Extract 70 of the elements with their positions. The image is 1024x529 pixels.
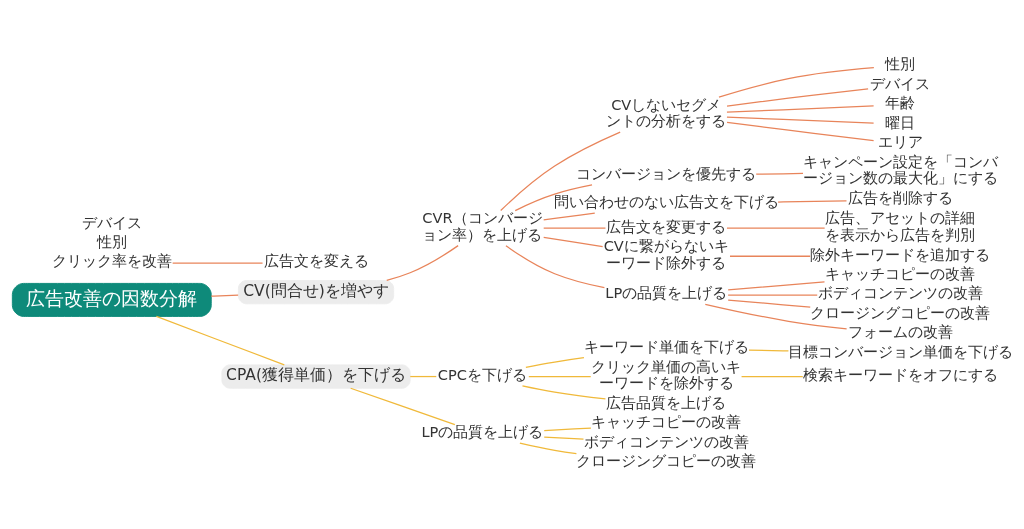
connector bbox=[726, 105, 875, 113]
connector bbox=[727, 294, 818, 296]
connector bbox=[727, 281, 826, 291]
node-text: 年齢 bbox=[885, 94, 916, 112]
node-text: フォームの改善 bbox=[847, 323, 953, 341]
node-text: 広告文を変更する bbox=[606, 217, 727, 235]
node-text: クリック単価の高いキーワードを除外する bbox=[591, 357, 742, 392]
node-text: CVに繋がらないキーワード除外する bbox=[603, 237, 729, 271]
connector bbox=[525, 357, 585, 368]
connector bbox=[514, 184, 593, 212]
connector bbox=[726, 227, 826, 229]
node-text: LPの品質を上げる bbox=[605, 284, 728, 302]
node-text: 広告品質を上げる bbox=[606, 394, 727, 412]
connector bbox=[727, 299, 811, 308]
connector bbox=[543, 236, 604, 248]
node-text: クロージングコピーの改善 bbox=[810, 303, 991, 321]
connector bbox=[521, 385, 607, 400]
node-text: 問い合わせのない広告文を下げる bbox=[553, 193, 779, 211]
node-text: ボディコンテンツの改善 bbox=[817, 284, 983, 302]
connector bbox=[386, 245, 459, 282]
connector bbox=[740, 375, 804, 378]
node-text: CVR（コンバージョン率）を上げる bbox=[422, 209, 543, 243]
node-text: 検索キーワードをオフにする bbox=[802, 365, 998, 383]
connector bbox=[755, 172, 804, 175]
connector bbox=[729, 255, 811, 257]
node-text: 性別 bbox=[96, 233, 127, 251]
connector bbox=[777, 200, 848, 203]
connector bbox=[519, 442, 578, 455]
node-text: エリア bbox=[877, 133, 923, 151]
node-text: CPCを下げる bbox=[437, 365, 527, 383]
connector bbox=[210, 294, 239, 297]
node-text: ボディコンテンツの改善 bbox=[583, 432, 749, 450]
connector bbox=[350, 387, 456, 426]
node-text: 広告を削除する bbox=[847, 189, 953, 207]
node-text: デバイス bbox=[81, 213, 142, 231]
node-box: CV(問合せ)を増やす bbox=[237, 280, 395, 305]
connector bbox=[543, 212, 596, 221]
node-text: キャッチコピーの改善 bbox=[825, 265, 976, 283]
node-text: キーワード単価を下げる bbox=[583, 337, 749, 355]
node-text: 曜日 bbox=[885, 113, 916, 131]
node-text: 広告文を変える bbox=[263, 252, 369, 270]
node-box: CPA(獲得単価）を下げる bbox=[221, 364, 411, 389]
node-text: クロージングコピーの改善 bbox=[576, 452, 757, 470]
connector bbox=[409, 375, 437, 378]
connector bbox=[543, 227, 607, 229]
node-text: 性別 bbox=[885, 55, 916, 73]
node-text: CVしないセグメントの分析をする bbox=[606, 95, 727, 130]
node-text: デバイス bbox=[870, 74, 931, 92]
node-text: キャッチコピーの改善 bbox=[591, 413, 742, 431]
node-box: 広告改善の因数分解 bbox=[11, 282, 212, 317]
connector bbox=[505, 245, 606, 289]
connector bbox=[748, 349, 790, 352]
connector bbox=[726, 116, 875, 124]
node-text: 除外キーワードを追加する bbox=[810, 245, 991, 263]
connector bbox=[726, 88, 869, 107]
node-text: 広告、アセットの詳細を表示から広告を判別 bbox=[825, 209, 976, 243]
node-text: コンバージョンを優先する bbox=[576, 165, 757, 183]
connector bbox=[726, 121, 875, 142]
connector bbox=[543, 436, 585, 440]
node-text: クリック率を改善 bbox=[51, 252, 172, 270]
connector bbox=[704, 303, 848, 330]
node-text: 目標コンバージョン単価を下げる bbox=[787, 342, 1013, 360]
connector bbox=[500, 131, 621, 212]
node-text: キャンペーン設定を「コンバージョン数の最大化」にする bbox=[802, 153, 998, 187]
connector bbox=[543, 427, 592, 432]
connector bbox=[718, 67, 875, 98]
connector bbox=[155, 315, 285, 366]
node-text: LPの品質を上げる bbox=[421, 423, 544, 441]
connector bbox=[172, 262, 264, 264]
connector bbox=[528, 375, 592, 378]
